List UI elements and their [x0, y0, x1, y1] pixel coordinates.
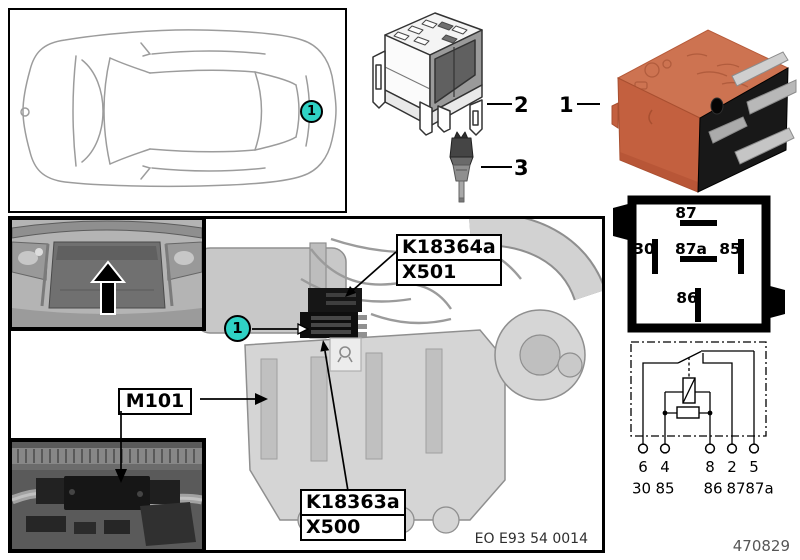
module-code: M101	[125, 390, 185, 412]
car-callout-label: 1	[306, 104, 317, 119]
pin-87a-label: 87a	[675, 240, 707, 258]
terminal-number: 2	[727, 458, 737, 476]
relay-pin-assignment-diagram: 87 30 87a 85 86	[613, 195, 785, 333]
relay-clip-tab	[611, 102, 619, 129]
main-view-callout[interactable]: 1	[224, 315, 251, 342]
relay-circuit-schematic: 6 4 8 2 5 30 85 86 87 87a	[630, 341, 774, 498]
car-location-panel: 1	[8, 8, 347, 213]
pin-86-label: 86	[676, 289, 698, 307]
din-terminal-number: 87a	[745, 480, 773, 498]
relay-socket-and-pin-drawing	[372, 12, 483, 203]
item-number-socket[interactable]: 2	[514, 93, 529, 117]
din-terminal-number: 30	[632, 480, 651, 498]
connector-code: X500	[302, 514, 404, 539]
relay-code: K18364a	[402, 236, 496, 258]
part-label-k18363a[interactable]: K18363a X500	[300, 489, 406, 541]
item-number-relay[interactable]: 1	[559, 93, 574, 117]
terminal-number: 4	[660, 458, 670, 476]
pinbox-right-tab	[770, 286, 785, 318]
din-terminal-number: 87	[726, 480, 745, 498]
engine-compartment-drawing	[195, 219, 602, 534]
part-label-k18364a[interactable]: K18364a X501	[396, 234, 502, 286]
module-location-photo	[8, 438, 206, 553]
relay-code: K18363a	[306, 491, 400, 513]
car-location-callout[interactable]: 1	[300, 100, 323, 123]
relay-connector-block	[300, 288, 367, 338]
installation-location-panel: K18364a X501 K18363a X500 M101 1 EO E93 …	[8, 216, 605, 553]
engine-bay-photo	[8, 216, 206, 331]
contact-pin-drawing	[449, 131, 474, 203]
car-top-view-drawing	[20, 29, 337, 188]
connector-code: X501	[398, 259, 500, 284]
terminal-number: 6	[638, 458, 648, 476]
terminal-number: 8	[705, 458, 715, 476]
pinbox-left-tab	[613, 204, 628, 240]
din-terminal-number: 85	[655, 480, 674, 498]
item-number-pin[interactable]: 3	[514, 156, 529, 180]
document-number: 470829	[732, 537, 790, 555]
main-callout-label: 1	[232, 319, 243, 337]
drawing-code: EO E93 54 0014	[474, 531, 588, 547]
relay-photo	[611, 29, 797, 193]
pin-85-label: 85	[719, 240, 741, 258]
terminal-number: 5	[749, 458, 759, 476]
pin-30-label: 30	[633, 240, 655, 258]
pin-87-label: 87	[675, 204, 697, 222]
din-terminal-number: 86	[703, 480, 722, 498]
location-arrow-up-icon	[89, 260, 127, 315]
part-label-m101[interactable]: M101	[118, 388, 192, 415]
